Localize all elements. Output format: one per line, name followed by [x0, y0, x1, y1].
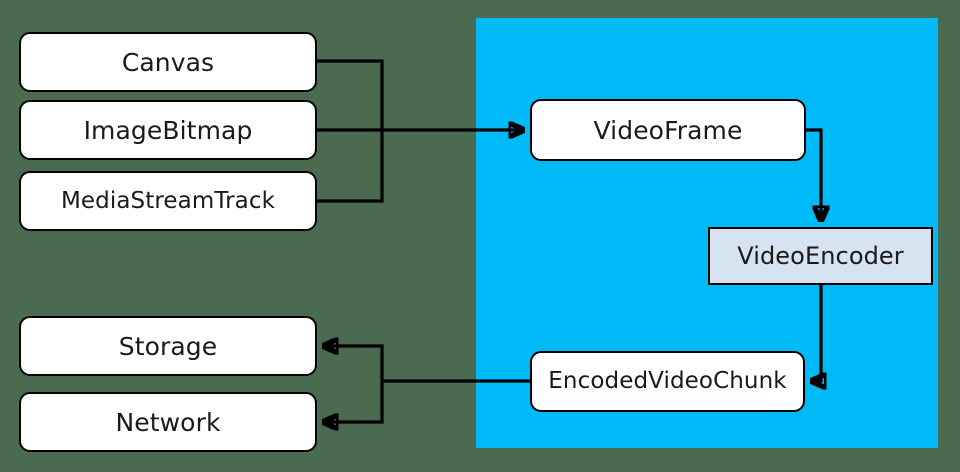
- node-encodedvideochunk-label: EncodedVideoChunk: [548, 368, 787, 394]
- node-videoframe[interactable]: VideoFrame: [530, 99, 806, 161]
- node-storage[interactable]: Storage: [19, 316, 317, 376]
- node-mediastreamtrack[interactable]: MediaStreamTrack: [19, 171, 317, 231]
- node-mediastreamtrack-label: MediaStreamTrack: [60, 187, 276, 214]
- node-imagebitmap[interactable]: ImageBitmap: [19, 100, 317, 160]
- node-network-label: Network: [115, 407, 221, 437]
- node-canvas-label: Canvas: [121, 47, 215, 77]
- wire-mediastreamtrack-to-videoframe: [317, 130, 384, 203]
- node-imagebitmap-label: ImageBitmap: [83, 115, 253, 145]
- node-videoencoder-label: VideoEncoder: [737, 242, 904, 270]
- node-encodedvideochunk[interactable]: EncodedVideoChunk: [530, 351, 805, 412]
- wire-canvas-to-videoframe: [317, 59, 384, 130]
- node-storage-label: Storage: [118, 331, 218, 361]
- node-network[interactable]: Network: [19, 392, 317, 452]
- node-videoencoder[interactable]: VideoEncoder: [708, 227, 933, 285]
- node-videoframe-label: VideoFrame: [593, 115, 743, 145]
- wire-chunk-to-network: [323, 381, 384, 422]
- node-canvas[interactable]: Canvas: [19, 32, 317, 92]
- wire-chunk-to-storage: [323, 346, 384, 381]
